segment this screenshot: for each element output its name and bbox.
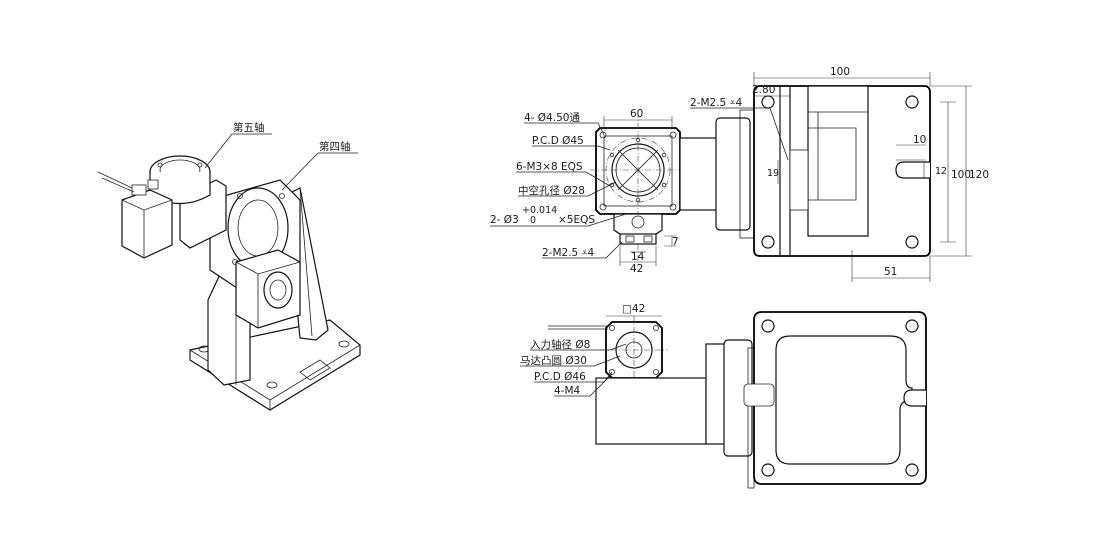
front-view: 60 42 14 7 4- Ø4.50通 P.C.D Ø45 6-M3×8 EQ… (490, 108, 690, 275)
iso-front-motor (235, 249, 301, 329)
dim-51: 51 (884, 266, 897, 278)
pin-callout-suffix: ×5EQS (558, 214, 595, 226)
dim-120: 120 (969, 169, 989, 181)
dim-7: 7 (672, 236, 679, 248)
callout-pcd46: P.C.D Ø46 (534, 371, 586, 383)
label-axis4: 第四轴 (319, 140, 351, 153)
label-axis5: 第五轴 (233, 121, 265, 134)
bottom-view: □42 入力轴径 Ø8 马达凸圆 Ø30 P.C.D Ø46 4-M4 (520, 303, 927, 489)
callout-hollow-bore: 中空孔径 Ø28 (518, 184, 585, 197)
dim-42-front: 42 (630, 263, 643, 275)
dim-square-42: □42 (622, 303, 645, 315)
callout-motor-boss: 马达凸圆 Ø30 (520, 355, 587, 367)
side-view: 100 2.80 2-M2.5 ⩡4 10 12 19 100 120 51 (679, 66, 989, 282)
callout-m25-bottom: 2-M2.5 ⩡4 (542, 247, 594, 259)
iso-small-motor (97, 171, 173, 259)
callout-m25-top: 2-M2.5 ⩡4 (690, 97, 742, 109)
dim-10: 10 (913, 134, 926, 146)
dim-19: 19 (767, 168, 779, 179)
isometric-view: 第五轴 第四轴 (97, 121, 361, 411)
callout-m3: 6-M3×8 EQS (516, 161, 583, 173)
callout-input-shaft: 入力轴径 Ø8 (530, 338, 590, 351)
tol-upper: +0.014 (522, 205, 557, 216)
tol-lower: 0 (530, 215, 536, 226)
dim-12: 12 (935, 166, 947, 177)
callout-pcd45: P.C.D Ø45 (532, 135, 584, 147)
dim-60: 60 (630, 108, 643, 120)
dim-2-80: 2.80 (752, 84, 775, 96)
dim-14: 14 (631, 251, 645, 263)
dim-100-top: 100 (830, 66, 850, 78)
callout-holes: 4- Ø4.50通 (524, 112, 580, 124)
pin-callout-prefix: 2- Ø3 (490, 214, 519, 226)
callout-m4: 4-M4 (554, 385, 581, 397)
